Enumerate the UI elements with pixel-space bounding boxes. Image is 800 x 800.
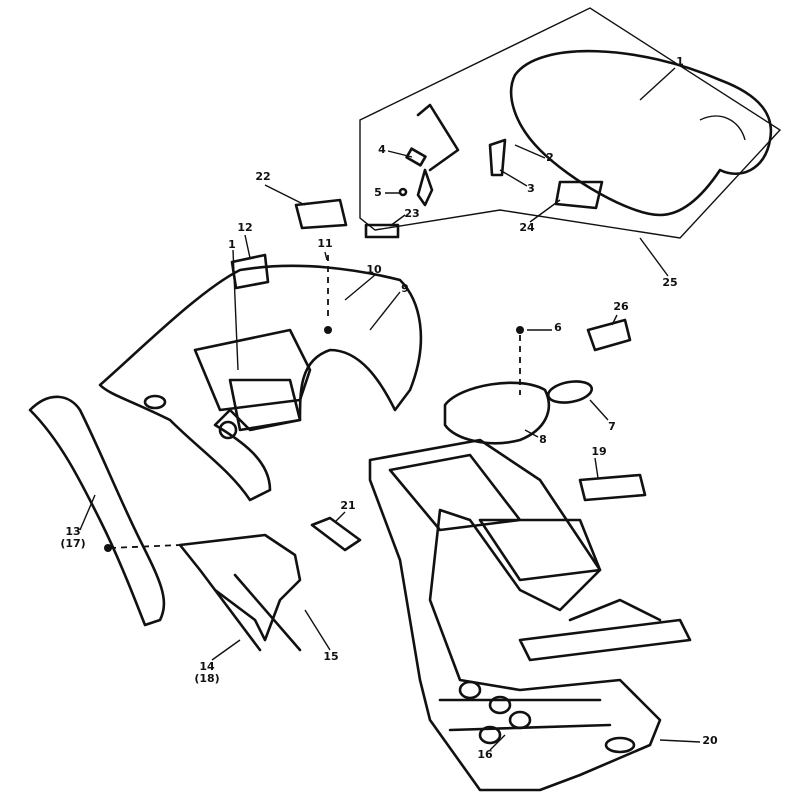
- callout-14: 14(18): [194, 660, 220, 685]
- rear-fender: [98, 264, 423, 502]
- mud-flap: [28, 395, 166, 627]
- callout-21: 21: [340, 499, 356, 512]
- callout-16: 16: [477, 748, 493, 761]
- frame: [368, 438, 662, 792]
- cap-7: [546, 380, 594, 404]
- pad-22: [294, 198, 348, 230]
- pad-19: [578, 473, 647, 502]
- plate-21: [310, 516, 362, 552]
- callout-20: 20: [702, 734, 718, 747]
- callout-15: 15: [323, 650, 339, 663]
- callout-11: 11: [317, 237, 333, 250]
- callout-2: 2: [546, 151, 554, 164]
- callout-25: 25: [662, 276, 678, 289]
- callout-1-fender: 1: [228, 238, 236, 251]
- pad-24: [554, 180, 604, 210]
- tank-cover: [443, 381, 551, 445]
- latch: [405, 147, 427, 167]
- callout-7: 7: [608, 420, 616, 433]
- callout-10: 10: [366, 263, 382, 276]
- callout-4: 4: [378, 143, 386, 156]
- callout-22: 22: [255, 170, 271, 183]
- seat-group-outline: [359, 7, 782, 239]
- callout-26: 26: [613, 300, 629, 313]
- callout-3: 3: [527, 182, 535, 195]
- callout-1-seat: 1: [676, 55, 684, 68]
- callout-13: 13(17): [60, 525, 86, 550]
- callout-23: 23: [404, 207, 420, 220]
- callout-12: 12: [237, 221, 253, 234]
- callout-8: 8: [539, 433, 547, 446]
- callout-24: 24: [519, 221, 535, 234]
- callout-19: 19: [591, 445, 607, 458]
- seat-bracket: [416, 103, 507, 207]
- callout-5: 5: [374, 186, 382, 199]
- callout-6: 6: [554, 321, 562, 334]
- seat: [509, 49, 773, 217]
- tag-26: [586, 318, 632, 352]
- pad-23: [364, 223, 400, 239]
- callout-9: 9: [401, 282, 409, 295]
